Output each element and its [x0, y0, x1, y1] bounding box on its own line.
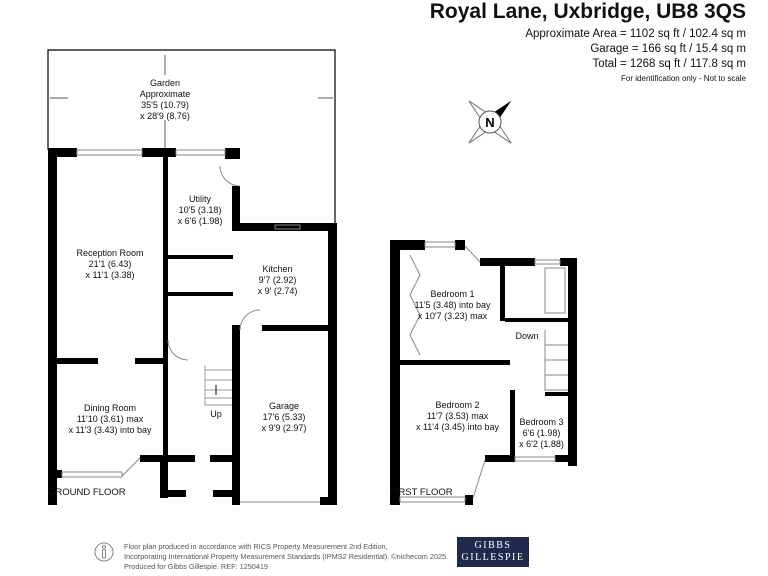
room-dim: x 11'4 (3.45) into bay	[415, 422, 500, 432]
staircase	[204, 365, 232, 406]
room-dim: x 11'1 (3.38)	[85, 270, 135, 280]
ground-floor-walls	[48, 148, 337, 505]
room-utility: Utility 10'5 (3.18) x 6'6 (1.98)	[168, 194, 232, 227]
room-bedroom-1: Bedroom 1 11'5 (3.48) into bay x 10'7 (3…	[405, 289, 500, 322]
room-dim: x 6'2 (1.88)	[519, 439, 564, 449]
logo-line: GILLESPIE	[461, 552, 525, 563]
ground-floor-windows	[61, 149, 320, 503]
room-dim: x 9' (2.74)	[257, 286, 298, 296]
room-dim: x 6'6 (1.98)	[177, 216, 223, 226]
logo-line: GIBBS	[474, 540, 512, 551]
approx-area: Approximate Area = 1102 sq ft / 102.4 sq…	[525, 28, 746, 40]
compass-icon	[468, 100, 512, 144]
room-dim: x 9'9 (2.97)	[261, 423, 307, 433]
room-reception: Reception Room 21'1 (6.43) x 11'1 (3.38)	[57, 248, 163, 281]
stairs-up-label: Up	[210, 409, 222, 419]
room-dim: 10'5 (3.18)	[178, 205, 222, 215]
scale-note: For identification only - Not to scale	[621, 74, 746, 83]
room-name: Bedroom 3	[519, 417, 564, 427]
room-name: Dining Room	[83, 403, 137, 413]
footer-line: Incorporating International Property Mea…	[124, 552, 449, 561]
footer-line: Produced for Gibbs Gillespie. REF: 12504…	[124, 562, 268, 571]
room-name: Bedroom 2	[435, 400, 480, 410]
first-floor-walls	[390, 240, 577, 505]
footer-text: Floor plan produced in accordance with R…	[124, 542, 448, 572]
room-dim: 11'5 (3.48) into bay	[414, 300, 491, 310]
room-dim: x 11'3 (3.43) into bay	[68, 425, 152, 435]
room-name: Utility	[189, 194, 211, 204]
ground-floor-label: GROUND FLOOR	[48, 487, 126, 498]
room-name: Kitchen	[262, 264, 293, 274]
property-title: Royal Lane, Uxbridge, UB8 3QS	[429, 0, 746, 23]
room-bedroom-3: Bedroom 3 6'6 (1.98) x 6'2 (1.88)	[515, 417, 568, 450]
room-name: Garden	[149, 78, 181, 88]
room-dim: 11'10 (3.61) max	[76, 414, 144, 424]
first-floor-label: FIRST FLOOR	[390, 487, 453, 498]
compass-label: N	[485, 115, 494, 130]
room-dining: Dining Room 11'10 (3.61) max x 11'3 (3.4…	[57, 403, 163, 436]
first-floor-windows	[399, 241, 568, 503]
room-dim: 21'1 (6.43)	[88, 259, 132, 269]
room-name: Garage	[268, 401, 300, 411]
room-bedroom-2: Bedroom 2 11'7 (3.53) max x 11'4 (3.45) …	[405, 400, 510, 433]
room-dim: 11'7 (3.53) max	[426, 411, 489, 421]
room-kitchen: Kitchen 9'7 (2.92) x 9' (2.74)	[250, 264, 305, 297]
footer-line: Floor plan produced in accordance with R…	[124, 542, 388, 551]
total-area: Total = 1268 sq ft / 117.8 sq m	[592, 58, 746, 70]
room-dim: Approximate	[139, 89, 191, 99]
room-dim: 35'5 (10.79)	[141, 100, 189, 110]
room-dim: 6'6 (1.98)	[522, 428, 561, 438]
room-garden: Garden Approximate 35'5 (10.79) x 28'9 (…	[135, 78, 195, 122]
garden-outline	[47, 49, 336, 223]
room-dim: x 10'7 (3.23) max	[417, 311, 488, 321]
room-dim: x 28'9 (8.76)	[140, 111, 190, 121]
room-dim: 9'7 (2.92)	[258, 275, 297, 285]
room-dim: 17'6 (5.33)	[262, 412, 306, 422]
gibbs-gillespie-logo: GIBBS GILLESPIE	[457, 537, 529, 567]
garage-area: Garage = 166 sq ft / 15.4 sq m	[590, 43, 746, 55]
stairs-down-label: Down	[515, 331, 539, 341]
room-name: Reception Room	[76, 248, 144, 258]
room-name: Bedroom 1	[430, 289, 475, 299]
room-garage: Garage 17'6 (5.33) x 9'9 (2.97)	[240, 401, 328, 434]
